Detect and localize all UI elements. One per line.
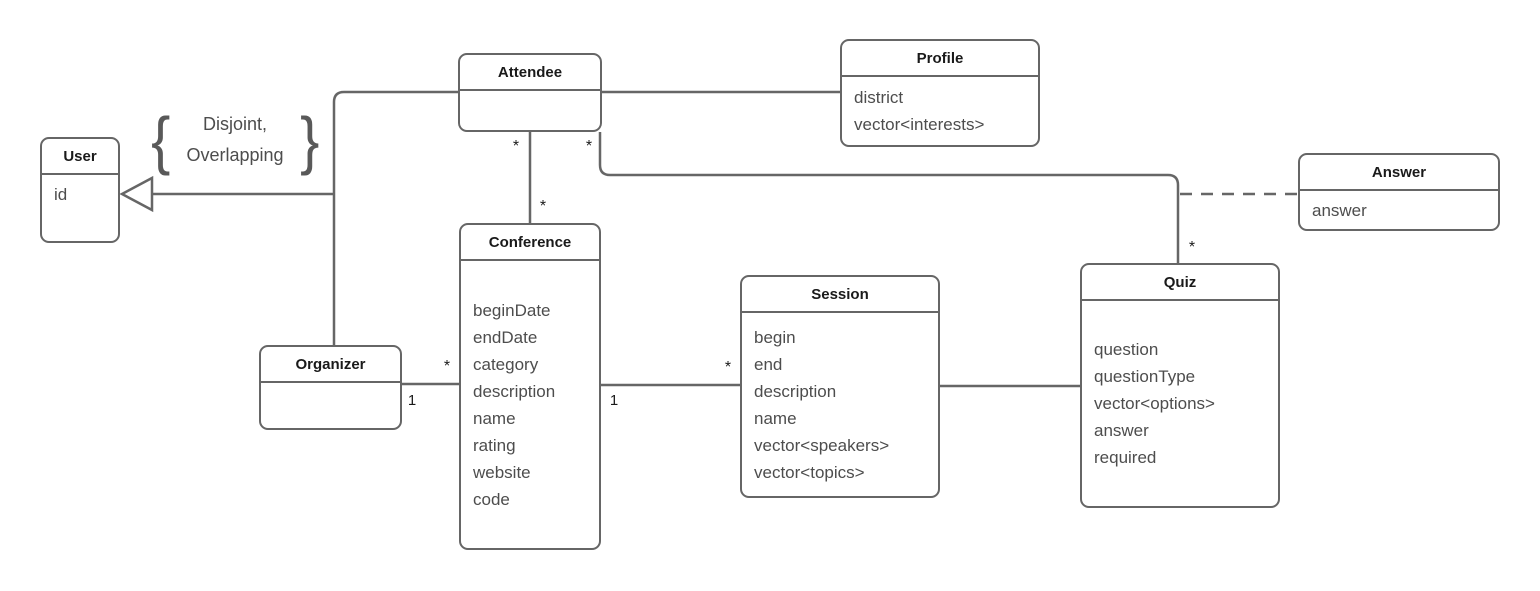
multiplicity-conference-session-session-end: * [724, 359, 732, 376]
class-organizer-title: Organizer [261, 347, 400, 383]
connector-attendee-quiz[interactable] [598, 132, 1180, 263]
class-attendee-title: Attendee [460, 55, 600, 91]
class-conference-title: Conference [461, 225, 599, 261]
class-quiz-title: Quiz [1082, 265, 1278, 301]
generalization-arrow-icon [119, 175, 154, 213]
attribute: rating [473, 435, 516, 455]
attribute: required [1094, 448, 1157, 467]
attribute: code [473, 489, 510, 509]
constraint-line-1: Disjoint, [202, 114, 268, 134]
attribute: id [54, 185, 68, 204]
attribute: vector<speakers> [754, 435, 890, 455]
connector-attendee-organizer-trunk[interactable] [332, 90, 458, 345]
attribute: begin [754, 327, 796, 347]
attribute: questionType [1094, 367, 1196, 386]
attribute: endDate [473, 327, 538, 347]
class-user[interactable]: User id [40, 137, 120, 243]
multiplicity-attendee-conference-attendee-end: * [512, 138, 520, 155]
attribute: answer [1312, 200, 1367, 220]
class-user-attributes: id [42, 175, 118, 241]
attribute: beginDate [473, 300, 551, 320]
class-organizer[interactable]: Organizer [259, 345, 402, 430]
attribute: description [754, 381, 837, 401]
class-user-title: User [42, 139, 118, 175]
attribute: answer [1094, 421, 1149, 440]
class-organizer-attributes [261, 383, 400, 428]
class-answer-title: Answer [1300, 155, 1498, 191]
constraint-text: Disjoint, Overlapping [171, 109, 298, 171]
attribute: district [854, 88, 904, 107]
attribute: name [473, 408, 516, 428]
attribute: vector<options> [1094, 394, 1215, 413]
constraint-line-2: Overlapping [186, 145, 284, 165]
class-conference[interactable]: Conference beginDate endDate category de… [459, 223, 601, 550]
class-attendee[interactable]: Attendee [458, 53, 602, 132]
class-session-attributes: begin end description name vector<speake… [742, 313, 938, 496]
attribute: vector<topics> [754, 462, 865, 482]
multiplicity-attendee-quiz-attendee-end: * [585, 138, 593, 155]
attribute: name [754, 408, 797, 428]
multiplicity-conference-session-conference-end: 1 [609, 392, 619, 409]
attribute: description [473, 381, 556, 401]
class-answer-attributes: answer [1300, 191, 1498, 229]
class-attendee-attributes [460, 91, 600, 130]
attribute: website [473, 462, 531, 482]
attribute: question [1094, 340, 1159, 359]
multiplicity-attendee-quiz-quiz-end: * [1188, 239, 1196, 256]
multiplicity-organizer-conference-organizer-end: 1 [407, 392, 417, 409]
class-answer[interactable]: Answer answer [1298, 153, 1500, 231]
attribute: category [473, 354, 539, 374]
attribute: vector<interests> [854, 115, 985, 134]
class-quiz-attributes: question questionType vector<options> an… [1082, 301, 1278, 506]
class-profile[interactable]: Profile district vector<interests> [840, 39, 1040, 147]
class-session-title: Session [742, 277, 938, 313]
multiplicity-organizer-conference-conference-end: * [443, 358, 451, 375]
attribute: end [754, 354, 783, 374]
right-brace: } [299, 104, 319, 176]
multiplicity-attendee-conference-conference-end: * [539, 198, 547, 215]
class-profile-title: Profile [842, 41, 1038, 77]
class-profile-attributes: district vector<interests> [842, 77, 1038, 145]
class-session[interactable]: Session begin end description name vecto… [740, 275, 940, 498]
generalization-constraint[interactable]: { Disjoint, Overlapping } [150, 104, 320, 176]
class-quiz[interactable]: Quiz question questionType vector<option… [1080, 263, 1280, 508]
class-conference-attributes: beginDate endDate category description n… [461, 261, 599, 548]
left-brace: { [151, 104, 171, 176]
